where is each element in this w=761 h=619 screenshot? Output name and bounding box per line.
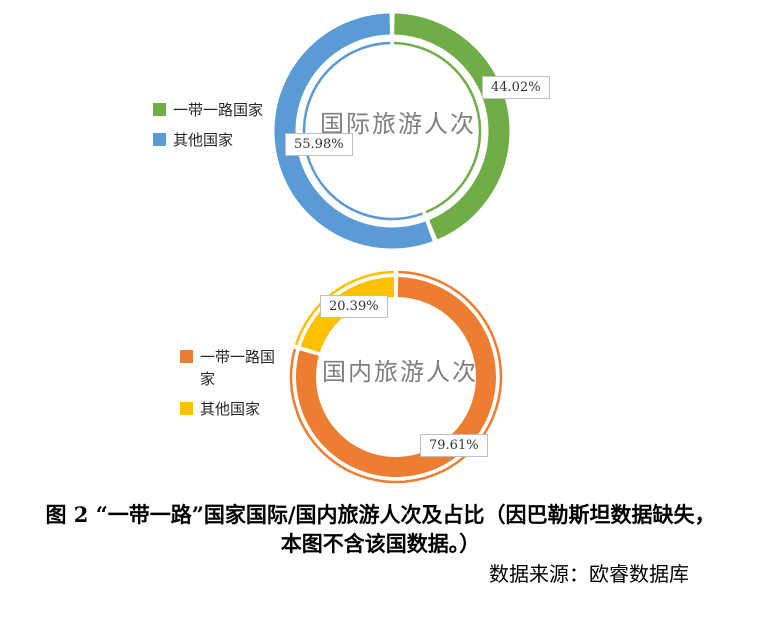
donut-segment [274,13,510,249]
legend-swatch-belt-road [180,350,193,363]
donut-segment [296,277,496,478]
legend-label-other: 其他国家 [200,399,261,418]
legend-item-belt-road: 一带一路国家 [180,347,278,391]
legend-item-other: 其他国家 [180,399,278,421]
donut-segment [289,270,503,484]
legend-label-belt-road: 一带一路国家 [200,348,276,388]
donut-segment [289,270,503,484]
legend-item-belt-road: 一带一路国家 [153,100,263,122]
legend-item-other: 其他国家 [153,130,263,152]
donut-segment [302,41,482,221]
data-label-domestic-other: 20.39% [320,295,388,318]
legend-swatch-other [180,401,193,415]
data-label-intl-belt-road: 44.02% [482,76,550,99]
data-label-intl-other: 55.98% [285,133,353,156]
donut-segment [296,277,497,477]
data-source-note: 数据来源：欧睿数据库 [489,562,689,586]
data-label-domestic-belt-road: 79.61% [420,434,488,457]
figure-caption-line2: 本图不含该国数据。） [280,531,481,556]
legend-label-other: 其他国家 [173,130,234,149]
figure-caption-line1: 图 2 “一带一路”国家国际/国内旅游人次及占比（因巴勒斯坦数据缺失， [45,502,716,527]
chart-title-domestic: 国内旅游人次 [322,358,478,386]
legend-label-belt-road: 一带一路国家 [173,101,264,119]
legend-international: 一带一路国家 其他国家 [153,100,263,160]
legend-swatch-belt-road [153,103,166,116]
legend-domestic: 一带一路国家 其他国家 [180,347,278,428]
legend-swatch-other [153,132,166,146]
